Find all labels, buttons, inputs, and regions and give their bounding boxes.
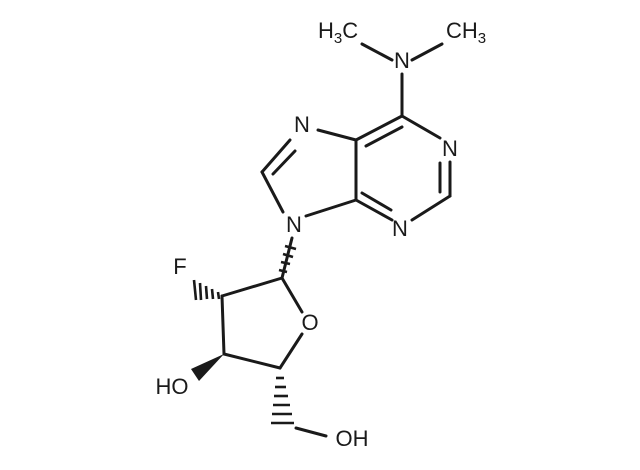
bond-c1-o xyxy=(280,276,304,314)
hashed-bond-c1-n9 xyxy=(278,244,297,274)
atom-n1: N xyxy=(442,136,458,161)
bond-c3-c2 xyxy=(220,294,226,356)
atom-fluorine: F xyxy=(173,254,186,279)
atom-n3: N xyxy=(392,216,408,241)
atom-hydroxyl-3: HO xyxy=(156,374,189,399)
bond-n3-c4-double xyxy=(360,191,393,212)
bond-methyl-right xyxy=(410,42,444,62)
bond-n7-c8-double xyxy=(271,149,297,176)
wedge-bond-c3-oh xyxy=(191,354,224,381)
bond-c4-c3 xyxy=(222,352,282,370)
bond-c5-n7 xyxy=(316,128,358,142)
bond-c5-c6 xyxy=(354,114,404,142)
atom-hydroxyl-5: OH xyxy=(336,426,369,451)
bond-n3-c4 xyxy=(354,198,394,222)
bonds xyxy=(191,42,452,438)
bond-c2-n3 xyxy=(410,194,452,222)
bond-n9-c4 xyxy=(304,198,358,218)
bond-n7-c8 xyxy=(260,138,292,174)
bond-c6-n1 xyxy=(400,114,442,140)
bond-o-c4 xyxy=(278,332,304,370)
bond-c5-c6-double xyxy=(364,125,404,148)
bond-c8-n9 xyxy=(260,170,285,214)
atom-n-dimethyl: N xyxy=(394,48,410,73)
bond-methyl-left xyxy=(360,42,394,62)
atom-methyl-right: CH3 xyxy=(446,18,486,47)
bond-c5-o5 xyxy=(294,426,328,438)
atom-ring-oxygen: O xyxy=(301,310,318,335)
atom-methyl-left: H3C xyxy=(318,18,358,47)
hashed-bond-c4-c5 xyxy=(271,376,294,425)
atom-labels: H3C CH3 N N N N N F O HO OH xyxy=(156,18,487,451)
hashed-bond-c2-f xyxy=(192,279,221,301)
atom-n9: N xyxy=(286,212,302,237)
atom-n7: N xyxy=(294,112,310,137)
bond-c2-c1 xyxy=(220,276,284,298)
